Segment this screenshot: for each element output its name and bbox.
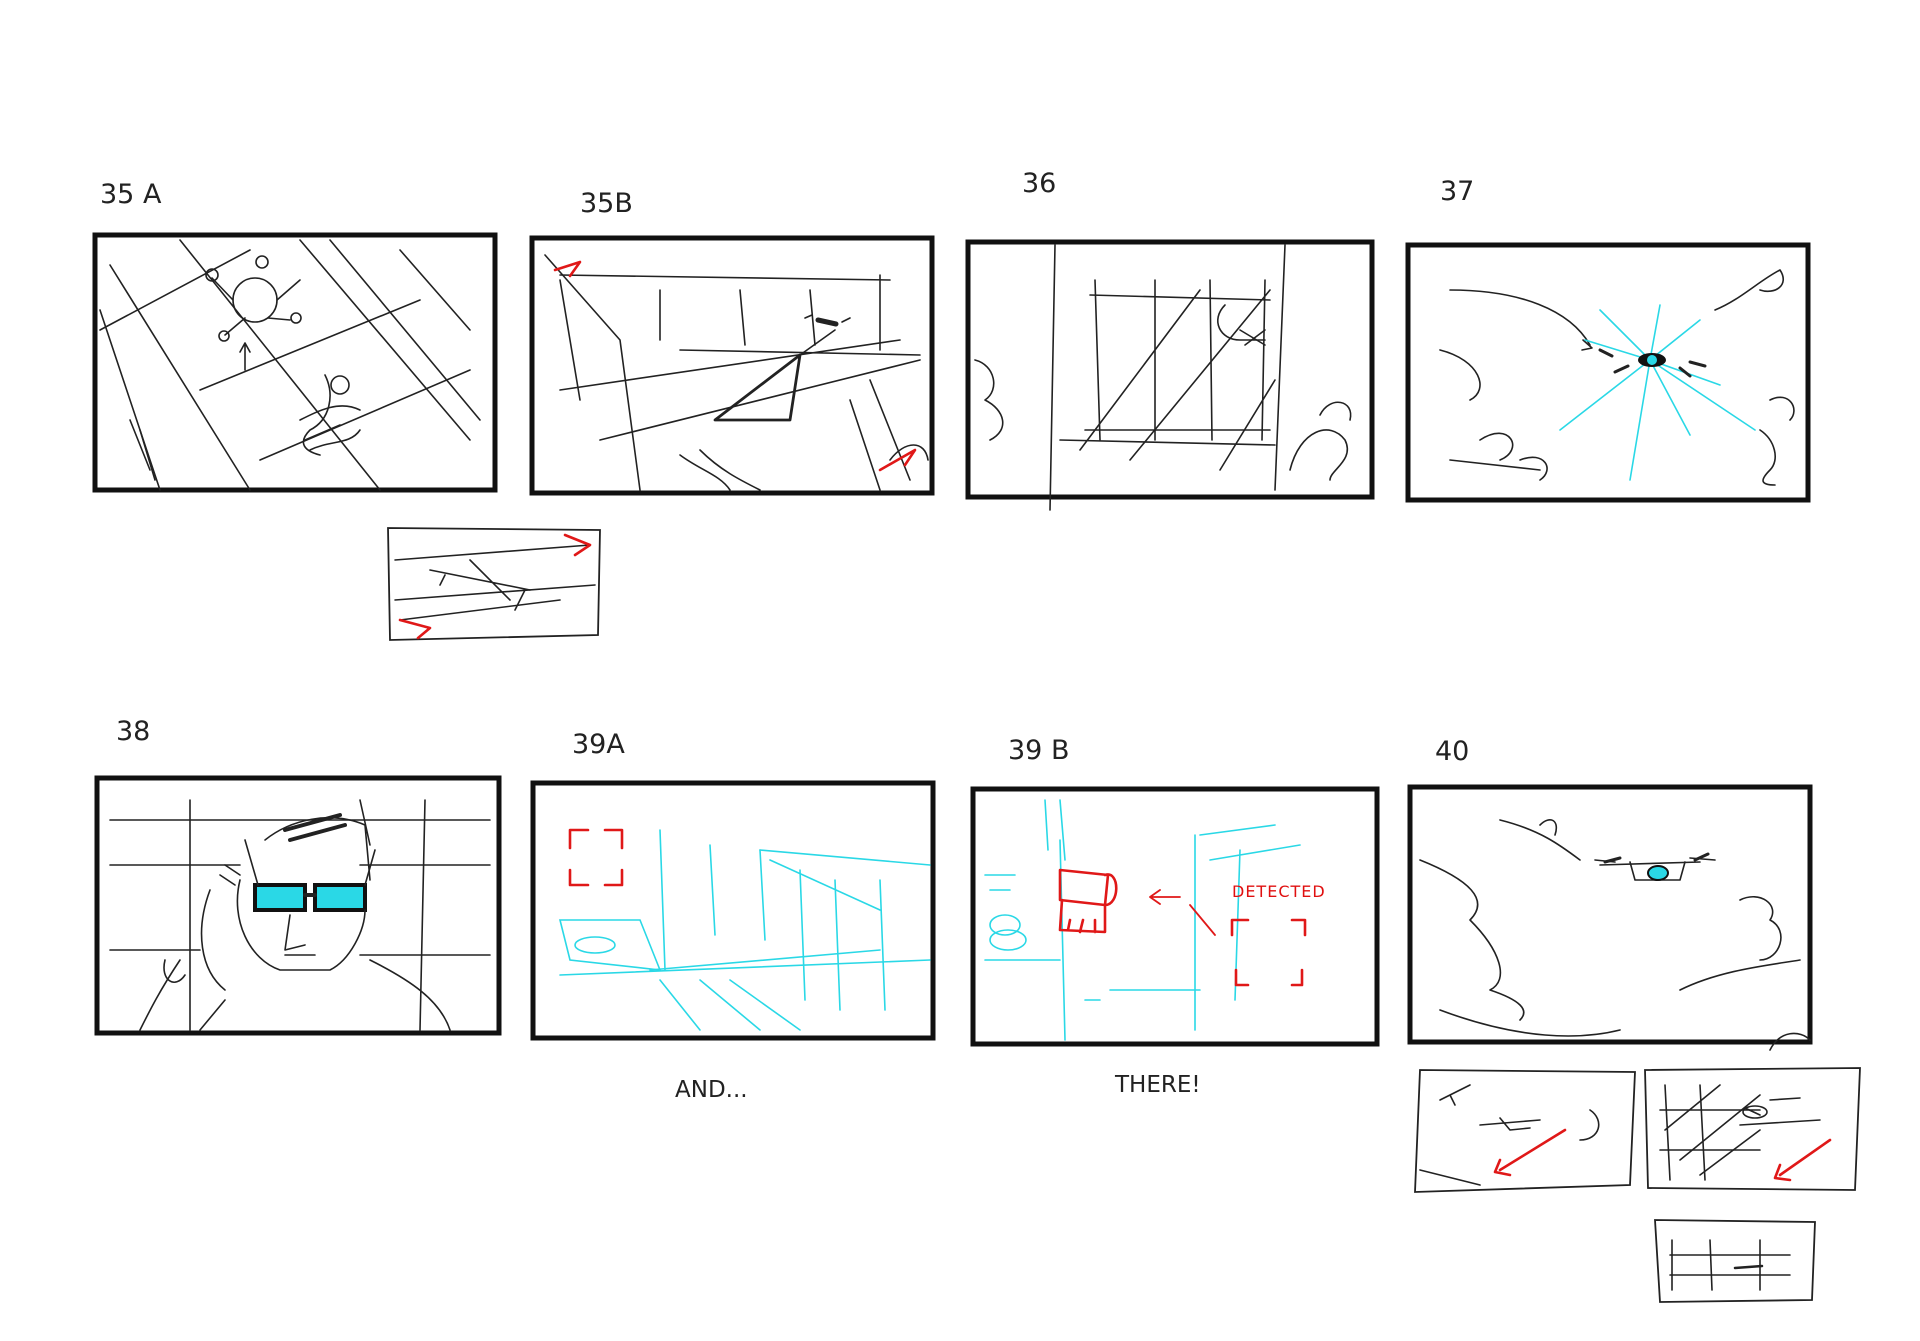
panel-label-39b: 39 B	[1008, 735, 1069, 766]
panel-40: 40	[1407, 736, 1813, 1051]
caption-there: THERE!	[1114, 1072, 1201, 1098]
thumbnail-35a-alt	[387, 527, 601, 641]
sketch-drone-between-clouds	[1439, 269, 1795, 486]
panel-37: 37	[1405, 176, 1811, 503]
sketch-drone-at-window	[974, 244, 1352, 511]
panel-35b: 35B	[529, 188, 935, 496]
thumbnail-40-c	[1654, 1219, 1816, 1303]
panel-label-36: 36	[1022, 168, 1056, 199]
caption-and: AND...	[675, 1077, 748, 1103]
sketch-man-with-smart-glasses	[109, 799, 491, 1031]
sketch-target-detected: DETECTED	[984, 799, 1326, 1041]
panel-frame	[94, 775, 502, 1036]
sketch-drone-flying-sky	[1419, 819, 1811, 1051]
panel-38: 38	[94, 716, 502, 1036]
thumbnail-40-a	[1414, 1069, 1636, 1193]
hud-detected-label: DETECTED	[1232, 882, 1326, 901]
panel-36: 36	[965, 168, 1375, 511]
panel-frame	[970, 786, 1380, 1047]
thumbnail-40-b	[1644, 1067, 1861, 1191]
panel-label-38: 38	[116, 716, 150, 747]
sketch-hud-view	[558, 828, 931, 1031]
panel-frame	[1405, 242, 1811, 503]
panel-frame	[965, 239, 1375, 500]
panel-label-39a: 39A	[572, 729, 625, 760]
sketch-drone-in-corridor	[544, 254, 929, 491]
panel-frame	[92, 232, 498, 493]
panel-label-35b: 35B	[580, 188, 633, 219]
panel-label-35a: 35 A	[100, 179, 162, 210]
panel-39a: 39A AND...	[530, 729, 936, 1103]
panel-frame	[1407, 784, 1813, 1045]
panel-frame	[529, 235, 935, 496]
panel-35a: 35 A	[92, 179, 498, 493]
panel-label-37: 37	[1440, 176, 1474, 207]
panel-label-40: 40	[1435, 736, 1469, 767]
panel-39b: 39 B DETECTED THERE!	[970, 735, 1380, 1098]
panel-frame	[530, 780, 936, 1041]
sketch-drone-over-street	[99, 239, 481, 491]
